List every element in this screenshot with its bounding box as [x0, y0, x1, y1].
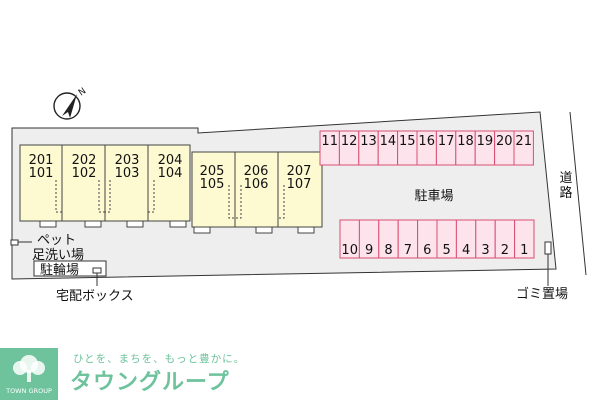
bottom-stall-number-3: 3: [481, 243, 489, 258]
north-label: N: [77, 86, 88, 98]
bottom-stall-number-10: 10: [341, 243, 358, 258]
logo-brand-name: タウングループ: [70, 369, 230, 395]
unit-upper-202: 202: [72, 153, 97, 168]
bottom-stall-number-8: 8: [384, 243, 392, 258]
top-stall-number-12: 12: [341, 134, 358, 149]
top-stall-number-16: 16: [418, 134, 435, 149]
unit-lower-107: 107: [287, 177, 312, 192]
town-group-logo: TOWN GROUP: [0, 348, 58, 400]
pet-wash-label-line2: 足洗い場: [32, 248, 84, 263]
unit-lower-101: 101: [29, 166, 54, 181]
north-arrow-icon: [53, 92, 81, 120]
bottom-stall-number-7: 7: [404, 243, 412, 258]
bottom-stall-number-4: 4: [462, 243, 470, 258]
building-block-right: [191, 151, 323, 234]
unit-lower-102: 102: [72, 166, 97, 181]
bottom-stall-number-9: 9: [365, 243, 373, 258]
bicycle-parking-box: [33, 260, 107, 277]
road-line: [569, 111, 587, 276]
garbage-marker: [544, 241, 552, 255]
tree-icon: [13, 355, 45, 382]
delivery-box-marker: [92, 267, 102, 274]
unit-lower-104: 104: [158, 166, 183, 181]
pet-wash-marker: [10, 239, 19, 246]
delivery-box-label: 宅配ボックス: [56, 289, 134, 304]
garbage-label: ゴミ置場: [516, 286, 568, 302]
road-label-char-2: 路: [559, 185, 572, 201]
top-stall-number-20: 20: [496, 134, 513, 149]
road-label-char-1: 道: [559, 171, 572, 186]
parking-label: 駐車場: [414, 189, 453, 204]
bicycle-parking-label: 駐輪場: [40, 262, 79, 278]
unit-upper-204: 204: [158, 153, 183, 168]
unit-lower-103: 103: [115, 166, 140, 181]
top-stall-number-18: 18: [457, 134, 474, 149]
unit-upper-203: 203: [115, 153, 140, 168]
unit-upper-205: 205: [200, 164, 225, 179]
bottom-stall-number-2: 2: [501, 243, 509, 258]
logo-tagline: ひとを、まちを、もっと豊かに。: [73, 352, 245, 365]
top-stall-21: [513, 130, 534, 166]
top-stall-number-17: 17: [438, 134, 455, 149]
top-stall-number-21: 21: [515, 134, 532, 149]
top-stall-number-11: 11: [321, 134, 338, 149]
top-stall-number-14: 14: [380, 134, 397, 149]
building-block-left: [19, 144, 191, 228]
top-stall-number-13: 13: [360, 134, 377, 149]
top-stall-number-19: 19: [477, 134, 494, 149]
bottom-stall-number-5: 5: [443, 243, 451, 258]
pet-wash-label-line1: ペット: [37, 233, 76, 248]
bottom-stall-number-6: 6: [423, 243, 431, 258]
logo-english-name: TOWN GROUP: [5, 387, 52, 395]
unit-upper-207: 207: [287, 164, 312, 179]
unit-upper-206: 206: [244, 164, 269, 179]
unit-lower-106: 106: [244, 177, 269, 192]
top-stall-number-15: 15: [399, 134, 416, 149]
unit-upper-201: 201: [29, 153, 54, 168]
bottom-stall-1: [514, 219, 535, 259]
unit-lower-105: 105: [200, 177, 225, 192]
bottom-stall-number-1: 1: [520, 243, 528, 258]
